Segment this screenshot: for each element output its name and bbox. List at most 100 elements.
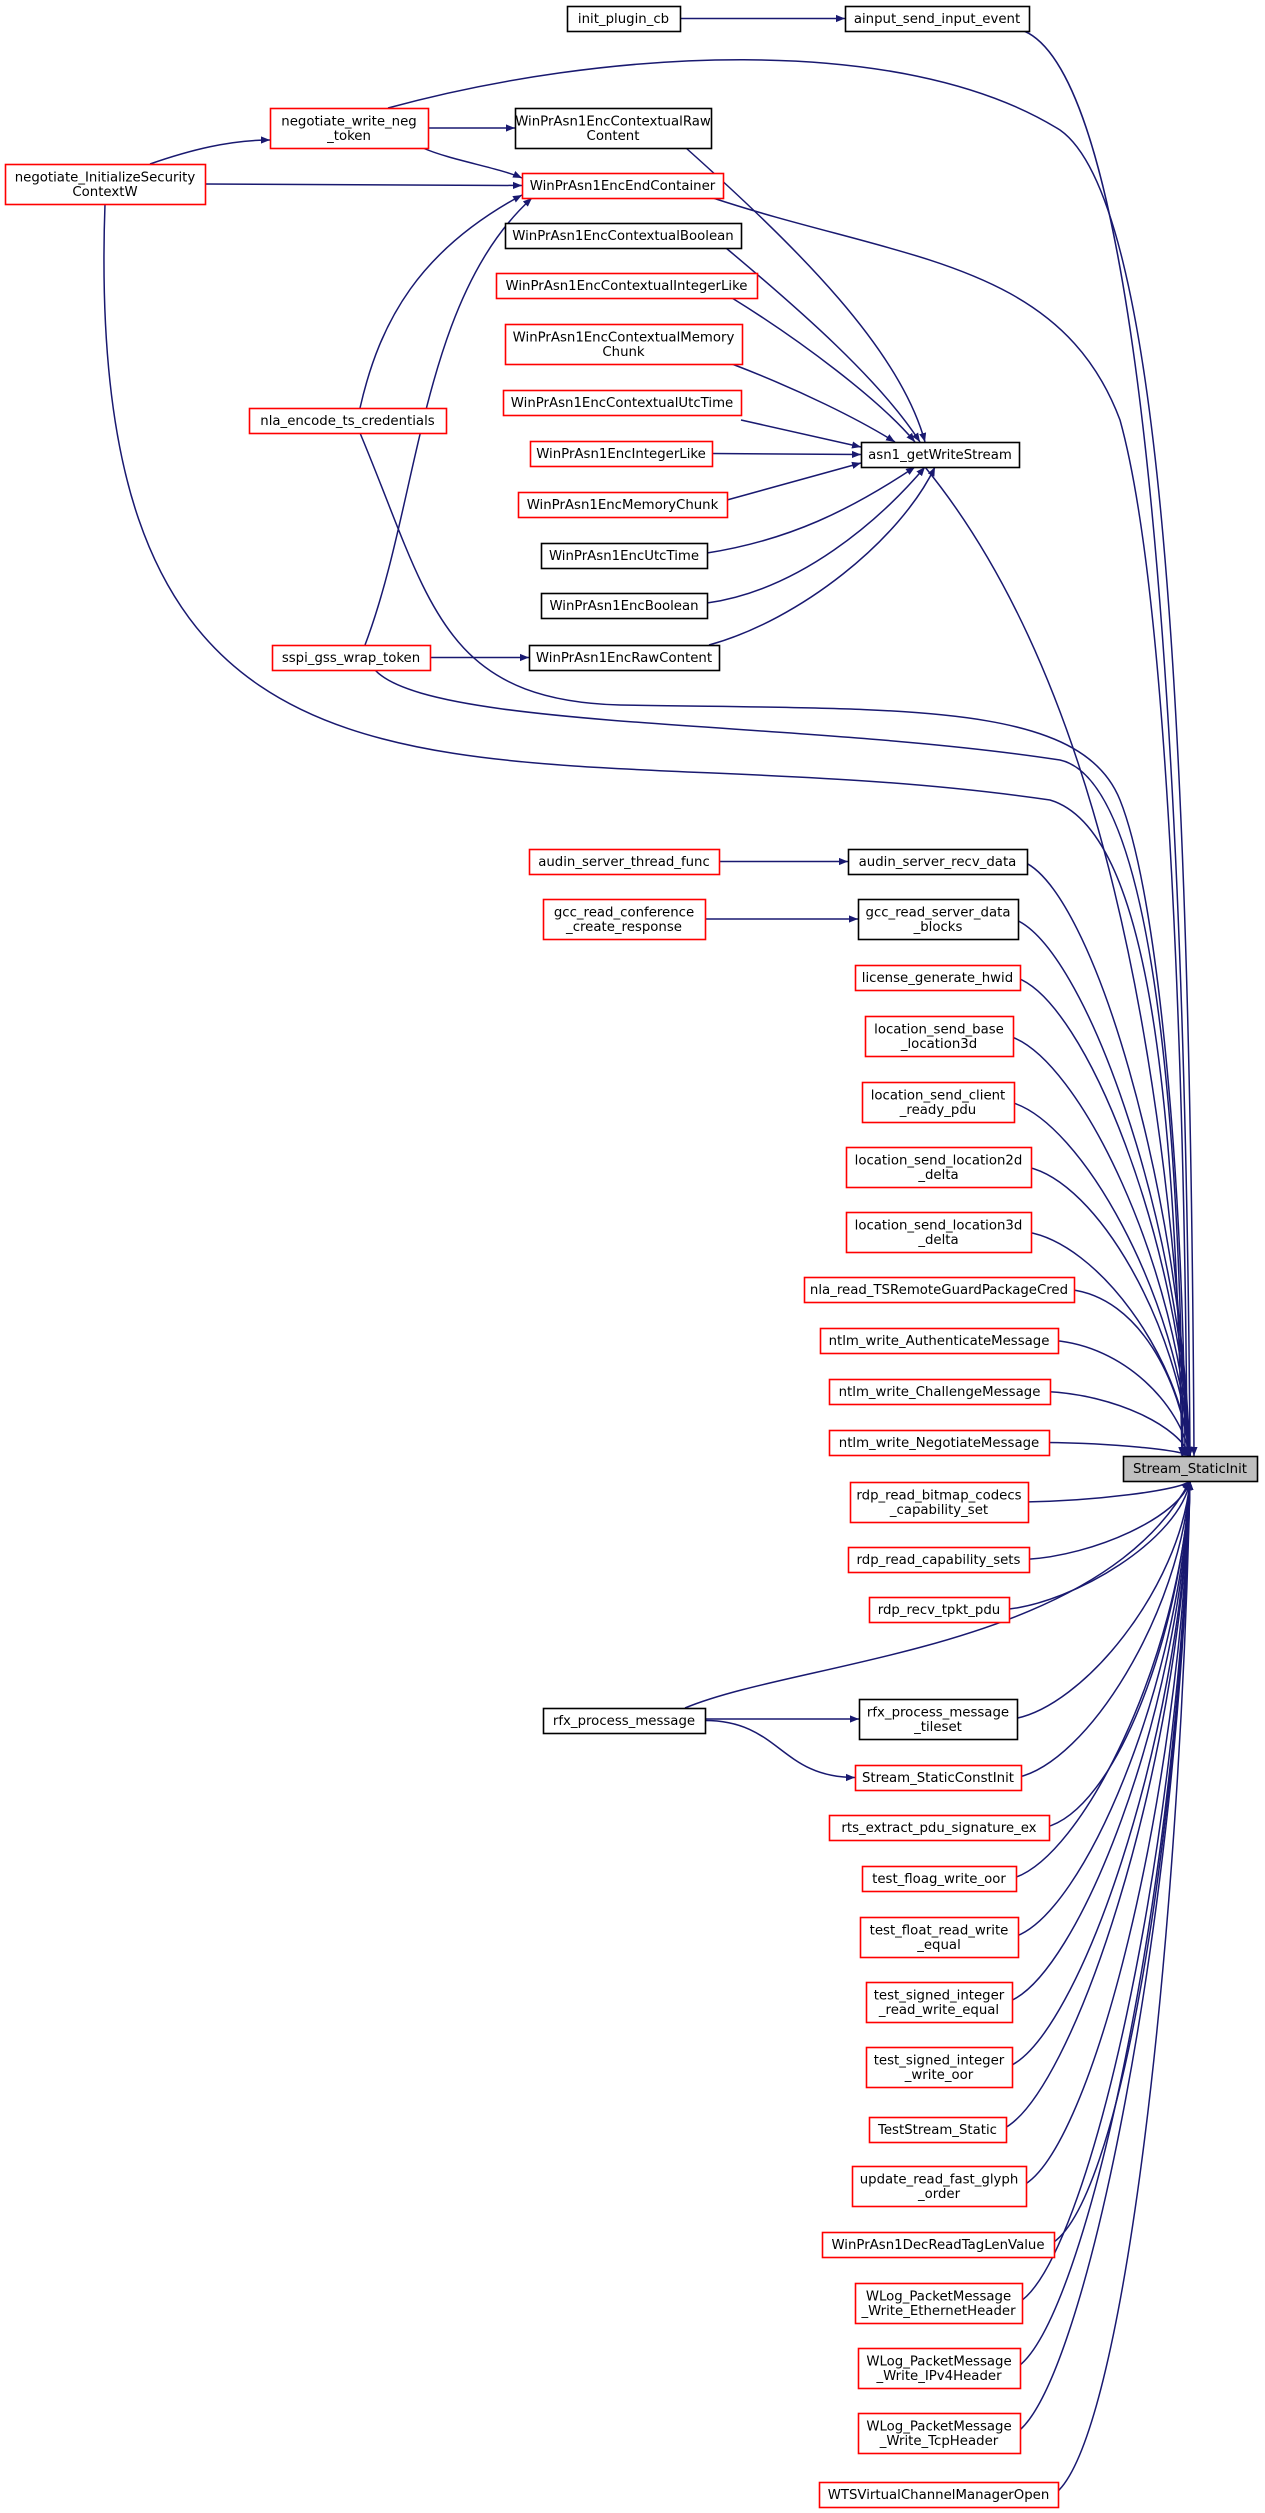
node-box (248, 407, 448, 435)
node-location_send_location2d_delta[interactable]: location_send_location2d_delta (845, 1146, 1033, 1189)
edge-ntlm_write_authenticatemessage-to-stream_staticinit (1053, 1339, 1192, 1457)
node-gcc_read_conference_create_response[interactable]: gcc_read_conference_create_response (542, 898, 707, 941)
node-rdp_recv_tpkt_pdu[interactable]: rdp_recv_tpkt_pdu (868, 1596, 1011, 1624)
node-ntlm_write_challengemessage[interactable]: ntlm_write_ChallengeMessage (828, 1378, 1052, 1406)
node-winprasn1encendcontainer[interactable]: WinPrAsn1EncEndContainer (521, 172, 725, 200)
edge-test_signed_integer_write_oor-to-stream_staticinit (1007, 1480, 1194, 2068)
node-test_float_read_write_equal[interactable]: test_float_read_write_equal (859, 1916, 1020, 1959)
node-winprasn1encutctime[interactable]: WinPrAsn1EncUtcTime (540, 542, 709, 570)
node-winprasn1encrawcontent[interactable]: WinPrAsn1EncRawContent (528, 644, 721, 672)
node-negotiate_write_neg_token[interactable]: negotiate_write_neg_token (269, 107, 430, 150)
node-teststream_static[interactable]: TestStream_Static (868, 2116, 1008, 2144)
call-edges (103, 14, 1198, 2496)
node-winprasn1enccontextualintegerlike[interactable]: WinPrAsn1EncContextualIntegerLike (495, 272, 759, 300)
node-label: rts_extract_pdu_signature_ex (841, 1821, 1036, 1836)
node-label: init_plugin_cb (578, 12, 669, 27)
node-box (845, 1211, 1033, 1254)
edge-nla_encode_ts_credentials-to-winprasn1encendcontainer (359, 194, 523, 409)
node-audin_server_thread_func[interactable]: audin_server_thread_func (528, 848, 721, 876)
node-rfx_process_message[interactable]: rfx_process_message (542, 1707, 707, 1735)
node-rts_extract_pdu_signature_ex[interactable]: rts_extract_pdu_signature_ex (828, 1814, 1051, 1842)
node-box (861, 1081, 1016, 1124)
node-label: _delta (917, 1233, 958, 1248)
node-asn1_getwritestream[interactable]: asn1_getWriteStream (860, 441, 1021, 469)
node-box (865, 1981, 1014, 2024)
node-ntlm_write_authenticatemessage[interactable]: ntlm_write_AuthenticateMessage (819, 1327, 1060, 1355)
node-box (271, 644, 432, 672)
node-license_generate_hwid[interactable]: license_generate_hwid (854, 964, 1022, 992)
node-wlog_packetmessage_write_ipv4header[interactable]: WLog_PacketMessage_Write_IPv4Header (857, 2347, 1022, 2390)
node-label: _create_response (565, 920, 682, 935)
node-label: test_signed_integer (874, 1988, 1005, 2003)
node-wlog_packetmessage_write_ethernetheader[interactable]: WLog_PacketMessage_Write_EthernetHeader (854, 2282, 1024, 2325)
node-winprasn1enccontextualutctime[interactable]: WinPrAsn1EncContextualUtcTime (502, 389, 743, 417)
node-box (828, 1429, 1051, 1457)
node-label: location_send_client (871, 1088, 1006, 1103)
node-label: ContextW (72, 185, 137, 200)
edge-ntlm_write_negotiatemessage-to-stream_staticinit (1044, 1441, 1191, 1457)
node-stream_staticinit[interactable]: Stream_StaticInit (1122, 1455, 1259, 1483)
node-label: rdp_read_capability_sets (857, 1553, 1021, 1568)
node-nla_read_tsremoteguardpackagecred[interactable]: nla_read_TSRemoteGuardPackageCred (803, 1276, 1076, 1304)
node-audin_server_recv_data[interactable]: audin_server_recv_data (847, 848, 1029, 876)
node-wlog_packetmessage_write_tcpheader[interactable]: WLog_PacketMessage_Write_TcpHeader (857, 2412, 1022, 2455)
node-ainput_send_input_event[interactable]: ainput_send_input_event (844, 5, 1031, 33)
node-winprasn1encintegerlike[interactable]: WinPrAsn1EncIntegerLike (529, 440, 714, 468)
node-rfx_process_message_tileset[interactable]: rfx_process_message_tileset (858, 1698, 1019, 1741)
node-ntlm_write_negotiatemessage[interactable]: ntlm_write_NegotiateMessage (828, 1429, 1051, 1457)
node-winprasn1encmemorychunk[interactable]: WinPrAsn1EncMemoryChunk (517, 491, 729, 519)
node-location_send_location3d_delta[interactable]: location_send_location3d_delta (845, 1211, 1033, 1254)
node-label: WLog_PacketMessage (866, 2289, 1011, 2304)
edge-negotiate_write_neg_token-to-winprasn1encendcontainer (422, 147, 523, 179)
node-box (844, 5, 1031, 33)
edge-sspi_gss_wrap_token-to-stream_staticinit (374, 669, 1187, 1457)
edge-winprasn1encutctime-to-asn1_getwritestream (706, 466, 916, 554)
node-label: rdp_recv_tpkt_pdu (878, 1603, 1000, 1618)
edge-teststream_static-to-stream_staticinit (1001, 1480, 1194, 2131)
node-winprasn1decreadtaglenvalue[interactable]: WinPrAsn1DecReadTagLenValue (821, 2231, 1056, 2259)
node-label: location_send_location2d (855, 1153, 1023, 1168)
node-box (803, 1276, 1076, 1304)
node-label: test_floag_write_oor (872, 1872, 1006, 1887)
node-label: WinPrAsn1EncMemoryChunk (527, 498, 719, 513)
node-nla_encode_ts_credentials[interactable]: nla_encode_ts_credentials (248, 407, 448, 435)
node-label: WinPrAsn1EncEndContainer (530, 179, 716, 194)
node-label: audin_server_recv_data (859, 855, 1017, 870)
node-label: _order (917, 2187, 961, 2202)
node-rdp_read_bitmap_codecs_capability_set[interactable]: rdp_read_bitmap_codecs_capability_set (849, 1481, 1030, 1524)
node-rdp_read_capability_sets[interactable]: rdp_read_capability_sets (847, 1546, 1031, 1574)
edge-rfx_process_message_tileset-to-stream_staticinit (1012, 1480, 1193, 1720)
edge-location_send_client_ready_pdu-to-stream_staticinit (1009, 1101, 1194, 1457)
node-location_send_base_location3d[interactable]: location_send_base_location3d (864, 1015, 1015, 1058)
node-wtsvirtualchannelmanageropen[interactable]: WTSVirtualChannelManagerOpen (818, 2481, 1060, 2509)
node-label: rfx_process_message (553, 1714, 695, 1729)
node-winprasn1encboolean[interactable]: WinPrAsn1EncBoolean (540, 592, 709, 620)
node-test_floag_write_oor[interactable]: test_floag_write_oor (861, 1865, 1018, 1893)
node-box (828, 1814, 1051, 1842)
node-box (857, 2412, 1022, 2455)
node-label: WinPrAsn1EncIntegerLike (536, 447, 706, 462)
node-stream_staticconstinit[interactable]: Stream_StaticConstInit (854, 1764, 1023, 1792)
node-test_signed_integer_write_oor[interactable]: test_signed_integer_write_oor (865, 2046, 1014, 2089)
node-sspi_gss_wrap_token[interactable]: sspi_gss_wrap_token (271, 644, 432, 672)
node-gcc_read_server_data_blocks[interactable]: gcc_read_server_data_blocks (857, 898, 1020, 941)
node-winprasn1enccontextualboolean[interactable]: WinPrAsn1EncContextualBoolean (504, 222, 743, 250)
node-label: _tileset (913, 1720, 962, 1735)
node-update_read_fast_glyph_order[interactable]: update_read_fast_glyph_order (851, 2165, 1028, 2208)
node-box (861, 1865, 1018, 1893)
node-label: _equal (916, 1938, 961, 1953)
edge-test_floag_write_oor-to-stream_staticinit (1011, 1480, 1194, 1880)
node-label: sspi_gss_wrap_token (282, 651, 420, 666)
node-location_send_client_ready_pdu[interactable]: location_send_client_ready_pdu (861, 1081, 1016, 1124)
edge-ntlm_write_challengemessage-to-stream_staticinit (1045, 1390, 1191, 1457)
node-init_plugin_cb[interactable]: init_plugin_cb (566, 5, 682, 33)
node-box (864, 1015, 1015, 1058)
node-label: location_send_base (874, 1022, 1004, 1037)
edge-location_send_base_location3d-to-stream_staticinit (1008, 1035, 1194, 1457)
node-label: update_read_fast_glyph (860, 2172, 1019, 2187)
node-test_signed_integer_read_write_equal[interactable]: test_signed_integer_read_write_equal (865, 1981, 1014, 2024)
node-box (859, 1916, 1020, 1959)
